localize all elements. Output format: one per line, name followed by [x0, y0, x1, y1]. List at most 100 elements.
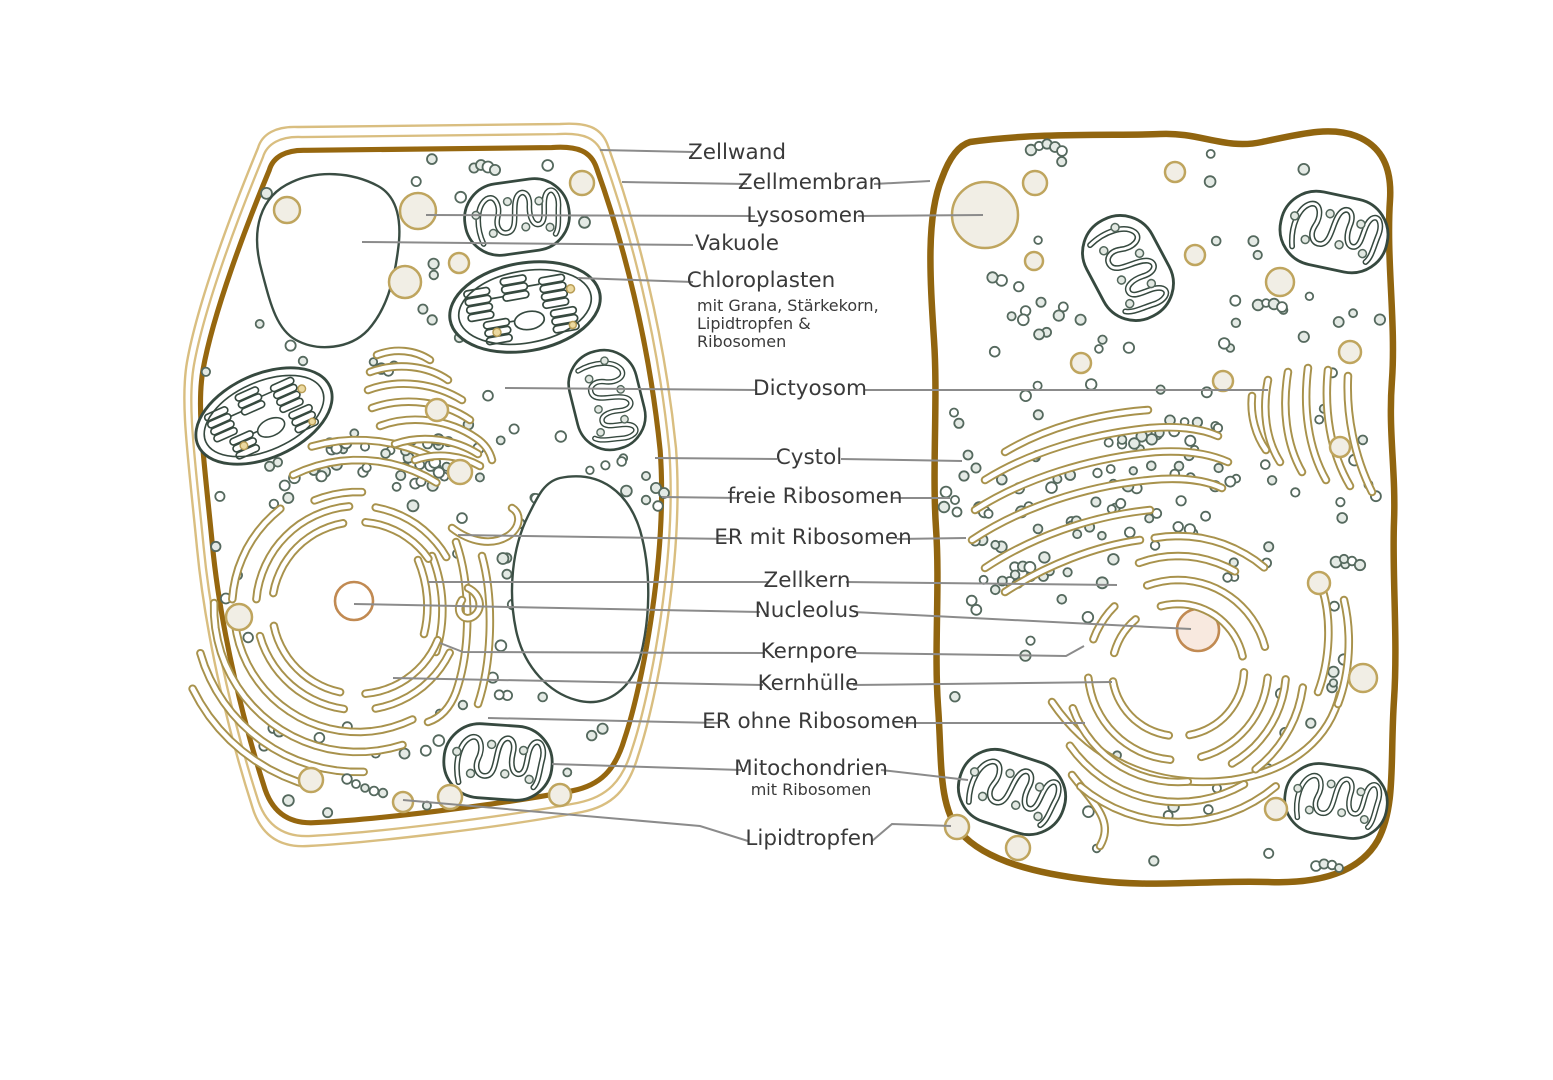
animal-er-ribosome	[1213, 462, 1224, 474]
label-chloroplasten-sub-2: Lipidtropfen &	[697, 314, 811, 333]
plant-ribosome	[620, 484, 633, 498]
plant-ribosome	[254, 318, 265, 329]
animal-ribosome	[1297, 330, 1310, 343]
plant-vesicle	[447, 251, 471, 275]
plant-ribosome	[200, 366, 211, 377]
animal-er-ribosome	[1145, 433, 1158, 446]
animal-ribosome	[1032, 380, 1043, 391]
animal-nuclear-envelope-arc-inner	[1144, 577, 1268, 649]
tube-inner	[1249, 393, 1269, 453]
animal-ribosome	[1203, 175, 1217, 188]
tube-inner	[972, 449, 1231, 513]
animal-ribosome	[1329, 600, 1340, 612]
animal-ribosome	[1276, 301, 1288, 313]
plant-ribosome	[585, 465, 595, 475]
plant-nucleus	[188, 435, 523, 791]
plant-vesicles	[224, 169, 596, 814]
animal-vesicle	[1211, 369, 1235, 393]
plant-ribosome	[578, 215, 591, 229]
leader-freie-ribosomen-left	[661, 496, 741, 499]
animal-ribosome	[1373, 313, 1387, 326]
animal-ribosome	[1097, 334, 1108, 345]
animal-ribosome	[1334, 863, 1344, 873]
leader-nucleolus-left	[353, 603, 761, 613]
plant-ribosome	[432, 734, 446, 747]
plant-vesicle	[547, 782, 573, 808]
animal-ribosome	[1090, 496, 1102, 508]
plant-vesicle	[391, 790, 415, 814]
leader-lipidtropfen-right	[871, 822, 952, 842]
animal-er-ribosome	[1128, 437, 1141, 450]
plant-ribosome	[641, 470, 652, 481]
label-vakuole: Vakuole	[695, 231, 779, 256]
plant-nuclear-envelope-arc-inner	[312, 489, 365, 503]
animal-nuclear-envelope-arc-inner	[1070, 706, 1191, 785]
animal-ribosome	[958, 470, 970, 482]
leader-lysosomen-right	[857, 214, 984, 217]
animal-vesicle	[1021, 169, 1049, 197]
animal-ribosome	[1032, 523, 1044, 535]
plant-nuclear-envelope-arc-inner	[290, 457, 439, 485]
animal-er-ribosome	[1124, 526, 1136, 539]
leader-lysosomen-left	[425, 214, 756, 217]
plant-ribosome	[322, 807, 334, 819]
leader-cystol-right	[840, 458, 963, 462]
plant-nuclear-envelope-arc-inner	[198, 650, 366, 775]
plant-ribosome	[278, 479, 291, 492]
animal-vesicle	[943, 813, 971, 841]
animal-vesicle	[1328, 435, 1352, 459]
animal-ribosome	[937, 500, 951, 514]
plant-ribosome	[457, 699, 469, 711]
animal-er-ribosome	[1175, 495, 1187, 507]
animal-er-ribosome	[989, 584, 1001, 596]
animal-ribosome	[1263, 541, 1275, 553]
plant-dot-clusters	[341, 159, 670, 799]
label-kernhuelle: Kernhülle	[758, 671, 859, 696]
animal-vesicle	[1069, 351, 1093, 375]
animal-nuclear-envelope-arc-inner	[1229, 677, 1288, 766]
plant-ribosome	[406, 499, 420, 513]
animal-ribosome	[1025, 635, 1036, 646]
plant-nuclear-envelope-arc-inner	[257, 633, 347, 712]
animal-ribosome	[970, 603, 983, 616]
animal-ribosome	[1314, 414, 1325, 425]
tube-inner	[392, 436, 481, 457]
animal-ribosome	[1184, 434, 1197, 447]
plant-ribosome	[351, 779, 361, 789]
animal-vesicle	[1264, 266, 1296, 298]
plant-ribosome	[391, 481, 402, 492]
animal-ribosome	[986, 271, 999, 284]
animal-vesicles	[943, 160, 1379, 862]
animal-ribosome	[1247, 235, 1260, 248]
leader-kernpore-left	[439, 642, 766, 654]
tube-inner	[475, 553, 493, 707]
animal-ribosome	[1200, 510, 1211, 522]
tube-inner	[365, 381, 465, 403]
plant-ribosome	[652, 500, 664, 512]
animal-ribosome	[1019, 389, 1032, 403]
plant-ribosome	[341, 773, 353, 785]
label-dictyosom: Dictyosom	[753, 376, 867, 401]
plant-nuclear-envelope-arc-inner	[230, 506, 283, 602]
animal-ribosome	[965, 594, 978, 607]
labels: Zellwand Zellmembran Lysosomen Vakuole C…	[687, 140, 918, 851]
plant-ribosome	[456, 512, 468, 524]
tube-inner	[969, 476, 1225, 543]
animal-ribosome	[1260, 459, 1271, 470]
animal-vesicle	[1023, 250, 1045, 272]
animal-er-ribosome	[1146, 460, 1157, 472]
animal-vesicle	[1347, 662, 1379, 694]
animal-ribosome	[1094, 344, 1104, 354]
plant-er-ribosome	[315, 470, 328, 483]
plant-vesicle	[446, 458, 474, 486]
animal-ribosome	[1057, 301, 1069, 313]
plant-mitochondrion-1	[460, 174, 574, 260]
animal-er-ribosome	[1128, 466, 1138, 476]
leader-er-mit-ribosomen-left	[457, 534, 731, 540]
animal-er-ribosome	[1115, 497, 1127, 509]
plant-ribosome	[427, 257, 440, 270]
plant-nuclear-envelope-arc-inner	[373, 650, 452, 711]
plant-ribosome	[377, 787, 389, 799]
tube-inner	[1315, 585, 1331, 695]
plant-ribosome	[368, 785, 380, 797]
